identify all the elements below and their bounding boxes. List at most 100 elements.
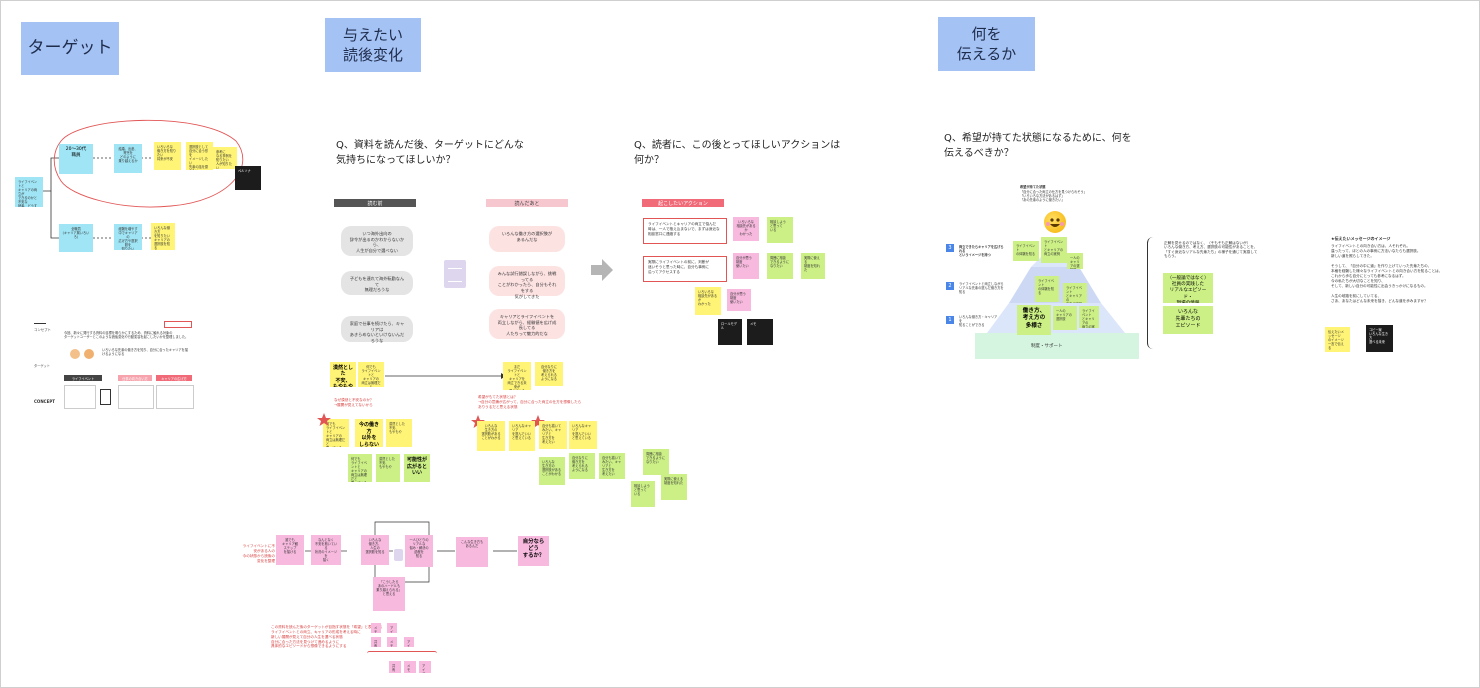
flow-mini-1[interactable]: メモ [371, 623, 381, 633]
action-box-2[interactable]: 実際にライフイベントの前に、判断が 迷いそうと思った時に、自分も事例に 沿ってア… [643, 256, 727, 282]
message-dark-note[interactable]: コピー案 いろんな生き方 選べる未来 [1366, 325, 1393, 352]
pyramid-caption-title: 希望が持てた状態 [1020, 185, 1046, 189]
before-sticky-1[interactable]: 漠然とした 不安、 もやもや [330, 362, 356, 387]
after-sticky-1[interactable]: まだ ライフイベントと キャリアを 両立できる未来が 見えている として [503, 362, 531, 390]
flow-node-7[interactable]: 「こうしたら あのハードルも 乗り越えられる」 と思える [373, 577, 405, 611]
action-sticky-3[interactable]: 自分が思う 制度 使いたい [733, 253, 759, 279]
after-sticky-4[interactable]: いろんなキャリア を選んでいい と思えている [509, 421, 535, 451]
action-sticky-5[interactable]: 実際に使える 制度を知れた [801, 253, 825, 279]
target-root-note[interactable]: ライフイベントと キャリアの両立が できるのかと不安な 読者、どうすれば よいか [15, 177, 43, 207]
pyramid-row-2: ライフイベントと両立しながら リアルな先輩の選んだ働き方を知る [959, 282, 1004, 294]
target-all-staff-note[interactable]: 全職員 (キャリア層いろいろ) [59, 224, 93, 252]
flow-mini-8[interactable]: アイデア [419, 661, 431, 673]
pyramid-right-sticky-1[interactable]: （一般論ではなく） 社員の実践した リアルなエピソード・ 現場の情報 [1163, 273, 1213, 303]
action-green-low-1[interactable]: 周囲に相談 できるように なりたい [643, 449, 669, 475]
pyramid-green-low-2[interactable]: ライフイベント とキャリアの 両立の実例 [1079, 306, 1099, 328]
after-sticky-6[interactable]: いろんなキャリア を選んでいい と思えている [569, 421, 597, 449]
after-green-3[interactable]: 自分も描いて みたい、キャリアと 生き方を 考えたい [599, 453, 625, 479]
action-sticky-7[interactable]: 自分が思う 制度 使いたい [727, 289, 751, 311]
flow-mini-4[interactable]: メモ [387, 637, 397, 647]
pyramid-green-big[interactable]: 働き方、 考え方の 多様さ [1017, 305, 1051, 335]
after-sticky-2[interactable]: 自分なりに 働き方を 考えられる ようになる [535, 362, 563, 386]
pyramid-green-top-2[interactable]: ライフイベント とキャリアの 両立の実例 [1041, 237, 1067, 263]
summary-col-2: 仕事の向き合い方 [118, 375, 152, 381]
action-green-low-3[interactable]: 実際に使える 制度を知れた [661, 474, 687, 500]
action-dark-1[interactable]: ロールモデル [718, 319, 742, 345]
action-sticky-4[interactable]: 周囲に相談 できるように なりたい [767, 253, 793, 279]
pyramid-row-3: 両立できたらキャリアを広げられる というイメージを持つ [959, 245, 1004, 257]
pyramid-brace [1147, 237, 1156, 349]
target-age-note[interactable]: 20〜30代 職員 [59, 144, 93, 174]
after-green-2[interactable]: 自分なりに 働き方を 考えられる ようになる [569, 453, 595, 479]
pyramid-right-text: 正解を見せるのではなく、（そもそも正解はないが） いろんな働き方、考え方、選択肢… [1164, 241, 1258, 259]
action-sticky-2[interactable]: 相談しよう と思って いる [767, 217, 793, 243]
target-dark-note[interactable]: ペルソナ [235, 166, 261, 190]
flow-mini-5[interactable]: アイデア [404, 637, 414, 647]
pyramid-right-sticky-2[interactable]: いろんな 先輩たちの エピソード [1163, 306, 1213, 334]
flow-node-1[interactable]: 誰でも キャリア観 ステップ を描ける [276, 535, 304, 565]
before-green-2[interactable]: 漠然とした 不安、 もやもや [376, 454, 400, 482]
after-bubble-3[interactable]: キャリアとライフイベントを 両立しながら、経験値を広げ成長してる 人たちって魅力… [489, 309, 565, 339]
summary-tag [164, 321, 192, 328]
question-what: Q、希望が持てた状態になるために、何を 伝えるべきか？ [944, 133, 1132, 159]
summary-card[interactable]: コンセプト 今回、新々に発行する資料の目標を明らかにするため、資料に触れる対象の… [34, 321, 194, 411]
pyramid-base-label: 制度・サポート [1031, 344, 1063, 349]
flow-mini-2[interactable]: アイデア [387, 623, 397, 633]
emoji-face-features [1046, 218, 1064, 227]
target-sticky-b[interactable]: 選択肢として 自分に合う形を イメージしたい 先輩の話を聞きたい [186, 142, 213, 170]
pyramid-num-1: 1 [946, 316, 954, 324]
flow-mini-6[interactable]: 共有 [389, 661, 401, 673]
target-sticky-c[interactable]: 参考に なる事例を 知りたい 人が知りたい [213, 147, 237, 169]
flow-node-6[interactable]: 自分なら どう するか？ [518, 536, 549, 566]
summary-doc-icon [100, 389, 111, 405]
after-sticky-5[interactable]: 自分も描いて みたい、キャリアと 生き方を 考えたい [539, 421, 567, 449]
before-star-icon [317, 413, 331, 426]
flow-mini-7[interactable]: メモ [404, 661, 416, 673]
after-bubble-1[interactable]: いろんな働き方の選択肢が あるんだな [489, 226, 565, 252]
flow-mini-3[interactable]: 共有 [371, 637, 381, 647]
after-green-1[interactable]: いろんな 生き方の 選択肢がある ことがわかる [539, 457, 565, 485]
flow-node-5[interactable]: こんな生き方も あるんだ [456, 537, 488, 567]
action-sticky-1[interactable]: いろいろな 相談先があるか わかった [733, 217, 759, 241]
pyramid-num-3: 3 [946, 244, 954, 252]
action-green-low-2[interactable]: 相談しよう と思って いる [631, 481, 655, 507]
pyramid-green-top-3[interactable]: 一人の キャリアの選択肢 [1067, 253, 1083, 269]
after-header: 読んだあと [486, 199, 568, 207]
section-change-label[interactable]: 与えたい 読後変化 [325, 18, 421, 72]
before-sticky-4[interactable]: 漠然とした 不安、 もやもや [386, 419, 412, 447]
after-bubble-2[interactable]: みんな試行錯誤しながら、挑戦ってる ことがわかったら、自分もそれをする 気がして… [489, 266, 565, 299]
pyramid-green-mid-2[interactable]: ライフイベント とキャリアの 両立の実例 [1063, 283, 1087, 303]
before-bubble-3[interactable]: 家庭で仕事を続けたら、キャリアは あきらめないといけないんだろうな [341, 316, 413, 343]
before-green-3[interactable]: 可能性が 広がると いい [404, 454, 430, 482]
before-bubble-1[interactable]: いつ海外出向の 辞令が出るのかわからないから、 人生が自分で選べない [341, 226, 413, 256]
section-convey-label[interactable]: 何を 伝えるか [938, 17, 1035, 71]
flow-node-3[interactable]: いろんな 働き方、 人生の 選択肢を知る [361, 535, 389, 565]
pyramid-num-2: 2 [946, 282, 954, 290]
pyramid-caption: 「自分に合った両立の仕方を見つけられそう」 「いろいろな方法があるはず」 「あの… [1020, 190, 1087, 202]
target-sticky-a[interactable]: いろいろな 働き方を知りたい 将来が不安 [154, 142, 181, 170]
avatar-2 [84, 349, 94, 359]
before-sticky-3[interactable]: 今の働き方 以外を しらない [355, 419, 383, 447]
message-title: ★伝えたいメッセージのイメージ [1331, 236, 1391, 241]
pyramid-green-top-1[interactable]: ライフイベント の体験を知る [1013, 241, 1039, 261]
flow-node-2[interactable]: なんとなく 不安を抱いている 状況のイメージを 描く [311, 535, 341, 565]
pyramid-green-low-1[interactable]: 一人の キャリアの選択肢 [1053, 306, 1077, 330]
pyramid-green-mid-1[interactable]: ライフイベント の体験を知る [1035, 276, 1059, 302]
action-dark-2[interactable]: メモ [747, 319, 773, 345]
before-to-after-arrow [385, 373, 506, 379]
message-sticky[interactable]: 伝えたいメッセージ のイメージ 一言で伝える [1325, 327, 1350, 352]
flow-doc-icon [394, 549, 403, 561]
after-sticky-3[interactable]: いろんな 生き方の 選択肢がある ことがわかる [477, 421, 505, 451]
before-header: 読む前 [334, 199, 416, 207]
action-sticky-6[interactable]: いろいろな 相談先があるか わかった [695, 287, 721, 315]
action-box-1[interactable]: ライフイベントとキャリアの両立で悩んだ 時は、一人で抱え込まないで、まずは身近な… [643, 218, 727, 244]
target-need-b[interactable]: 経験を増やす 中でキャリアの 広げ方や選択肢を 知りたい [114, 224, 142, 250]
section-target-label[interactable]: ターゲット [21, 22, 119, 75]
target-sticky-d[interactable]: いろんな働き方 を知りたい キャリアの 選択肢を知る [151, 223, 175, 250]
before-bubble-2[interactable]: 子どもを連れて海外転勤なんて 無理だろうな [341, 271, 413, 295]
flow-node-4[interactable]: 一人ひとりの リアルな 悩み・解決の 過程を 知る [405, 535, 433, 567]
target-need-a[interactable]: 結婚、出産、 育児を どのように 乗り越えるか [114, 144, 142, 173]
